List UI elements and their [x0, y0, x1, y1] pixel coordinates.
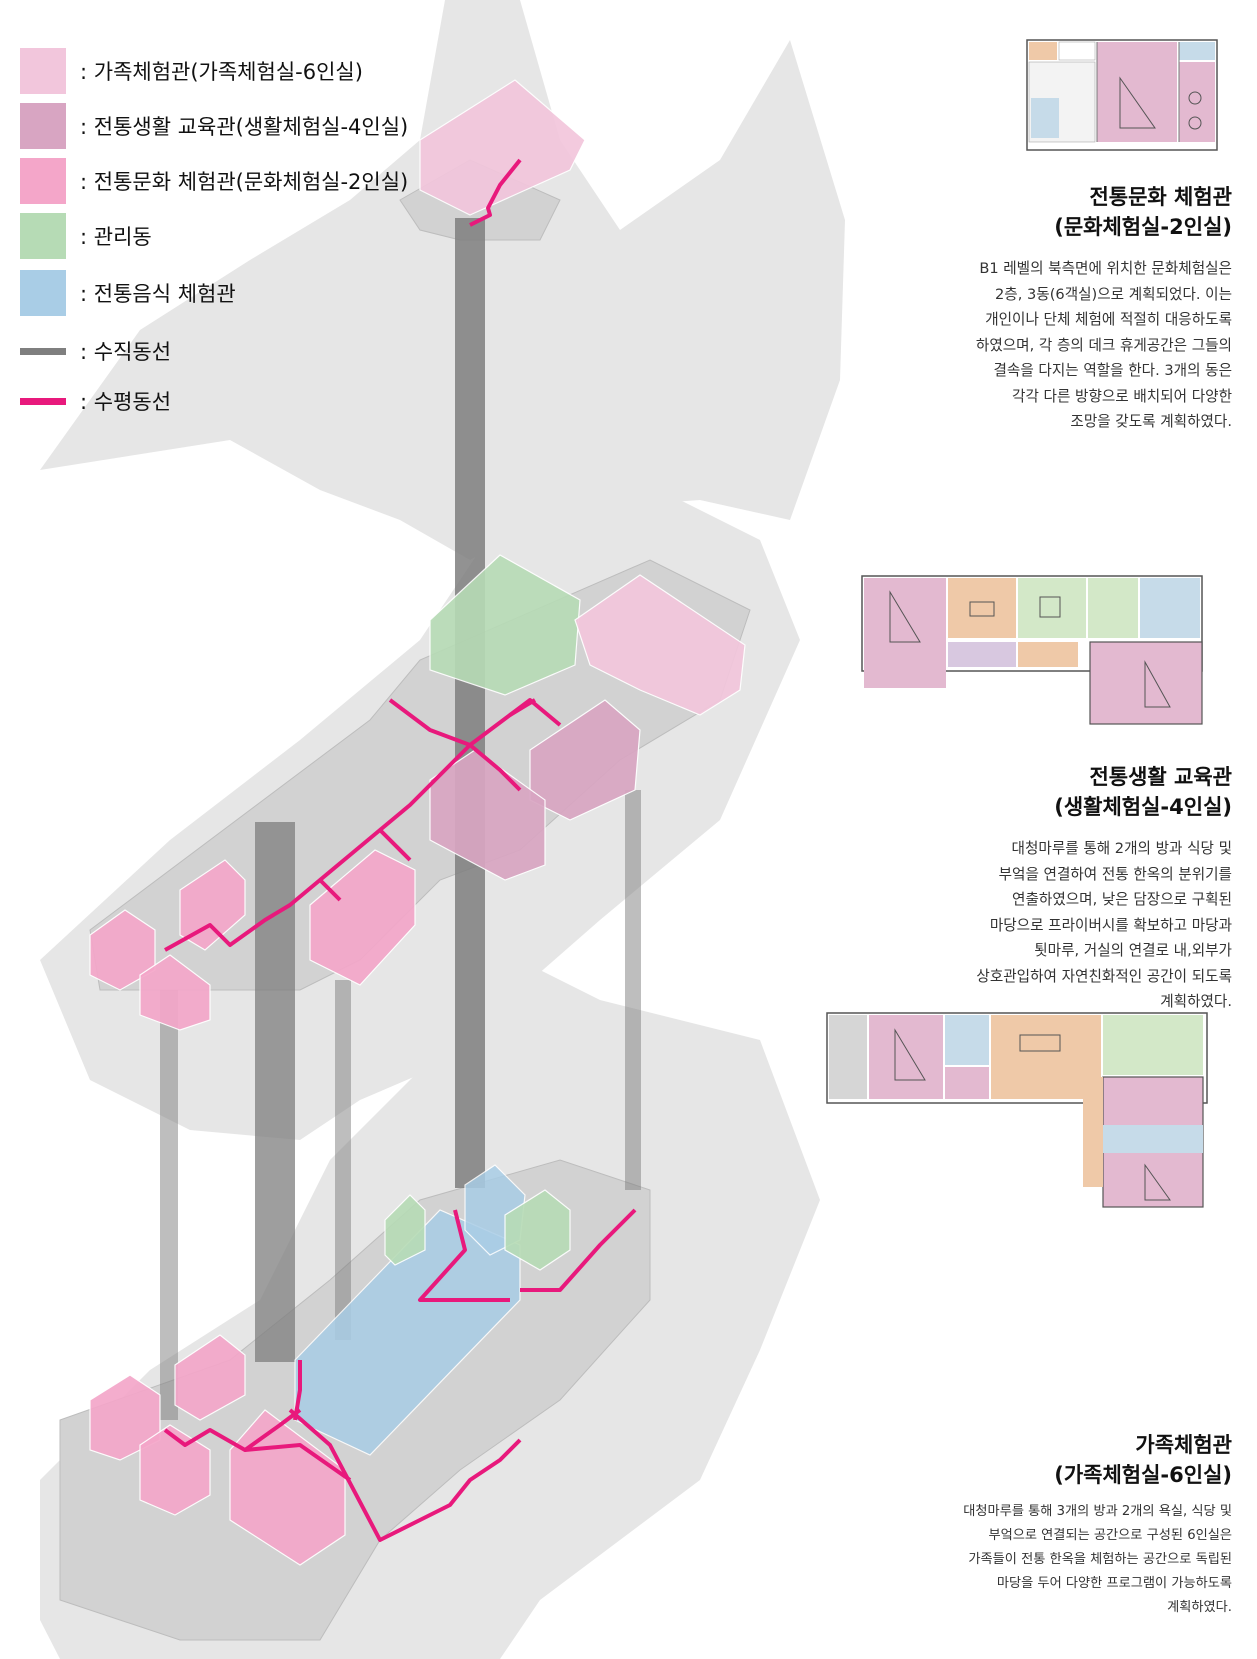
legend-label: : 전통생활 교육관(생활체험실-4인실) — [80, 115, 409, 139]
body-line: 2층, 3동(6객실)으로 계획되었다. 이는 — [995, 285, 1232, 303]
horizontal-circulation — [163, 158, 637, 1542]
terrain-top-level — [40, 0, 845, 560]
legend-swatch-food — [20, 270, 66, 316]
body-line: 가족들이 전통 한옥을 체험하는 공간으로 독립된 — [968, 1552, 1232, 1567]
body-line: 각각 다른 방향으로 배치되어 다양한 — [1012, 387, 1232, 405]
h-path-lower-e — [293, 1360, 302, 1421]
buildings — [89, 79, 746, 1566]
management-building-lower-b — [384, 1194, 426, 1266]
legend-item-management: : 관리동 — [20, 213, 152, 259]
h-path-lower-main — [163, 1408, 302, 1452]
vertical-core-left — [255, 822, 295, 1362]
body-line: 계획하였다. — [1160, 993, 1232, 1010]
culture-building-middle-d — [139, 954, 211, 1031]
body-line: 상호관입하여 자연친화적인 공간이 되도록 — [976, 967, 1232, 985]
culture-building-lower-c — [139, 1424, 211, 1516]
h-path-middle-main — [164, 698, 537, 952]
body-line: 부엌을 연결하여 전통 한옥의 분위기를 — [998, 865, 1232, 883]
body-line: 마당으로 프라이버시를 확보하고 마당과 — [989, 916, 1232, 934]
section-education-title-1: 전통생활 교육관 — [1089, 765, 1232, 789]
h-path-lower-b — [288, 1408, 522, 1542]
h-path-top — [469, 158, 522, 227]
legend-label: : 전통음식 체험관 — [80, 282, 236, 306]
vertical-core-right — [625, 790, 641, 1190]
h-path-lower-c — [244, 1443, 352, 1482]
culture-building-middle-b — [179, 859, 246, 951]
section-family: 가족체험관 (가족체험실-6인실) 대청마루를 통해 3개의 방과 2개의 욕실… — [963, 1430, 1232, 1620]
legend-swatch-family — [20, 48, 66, 94]
section-culture-title-2: (문화체험실-2인실) — [1054, 215, 1232, 239]
body-line: 조망을 갖도록 계획하였다. — [1070, 413, 1232, 430]
body-line: 개인이나 단체 체험에 적절히 대응하도록 — [985, 311, 1232, 328]
body-line: 마당을 두어 다양한 프로그램이 가능하도록 — [996, 1576, 1232, 1591]
vertical-core-top — [455, 218, 485, 1188]
culture-building-top — [419, 79, 586, 216]
legend-swatch-vertical — [20, 347, 66, 355]
legend-item-food: : 전통음식 체험관 — [20, 270, 236, 316]
legend-label: : 수직동선 — [80, 340, 172, 364]
section-culture-body: B1 레벨의 북측면에 위치한 문화체험실은 2층, 3동(6객실)으로 계획되… — [976, 256, 1232, 435]
body-line: 부엌으로 연결되는 공간으로 구성된 6인실은 — [988, 1528, 1232, 1543]
section-culture: 전통문화 체험관 (문화체험실-2인실) B1 레벨의 북측면에 위치한 문화체… — [976, 182, 1232, 435]
legend-swatch-management — [20, 213, 66, 259]
legend-item-culture: : 전통문화 체험관(문화체험실-2인실) — [20, 158, 408, 204]
floor-plan-education — [861, 575, 1203, 725]
legend-label: : 전통문화 체험관(문화체험실-2인실) — [80, 170, 409, 194]
legend-swatch-culture — [20, 158, 66, 204]
body-line: 툇마루, 거실의 연결로 내,외부가 — [1034, 942, 1232, 959]
vertical-core-left-b — [160, 990, 178, 1420]
section-family-body: 대청마루를 통해 3개의 방과 2개의 욕실, 식당 및 부엌으로 연결되는 공… — [963, 1500, 1232, 1620]
legend-label: : 관리동 — [80, 225, 152, 249]
vertical-core-mid — [335, 980, 351, 1340]
h-path-lower-f — [418, 1209, 510, 1302]
body-line: B1 레벨의 북측면에 위치한 문화체험실은 — [979, 260, 1232, 277]
floor-plan-culture — [1026, 39, 1218, 151]
body-line: 하였으며, 각 층의 데크 휴게공간은 그들의 — [975, 336, 1232, 354]
section-family-title-1: 가족체험관 — [1135, 1433, 1232, 1457]
legend-item-horizontal: : 수평동선 — [20, 386, 171, 416]
body-line: 계획하였다. — [1167, 1600, 1232, 1615]
section-education-title-2: (생활체험실-4인실) — [1054, 795, 1232, 819]
h-path-middle-f — [508, 698, 562, 727]
legend-item-family: : 가족체험관(가족체험실-6인실) — [20, 48, 363, 94]
section-education-body: 대청마루를 통해 2개의 방과 식당 및 부엌을 연결하여 전통 한옥의 분위기… — [976, 836, 1232, 1015]
legend-swatch-education — [20, 103, 66, 149]
body-line: 대청마루를 통해 3개의 방과 2개의 욕실, 식당 및 — [963, 1504, 1232, 1519]
culture-building-middle-a — [309, 849, 416, 986]
h-path-middle-c — [468, 743, 522, 792]
legend-item-education: : 전통생활 교육관(생활체험실-4인실) — [20, 103, 408, 149]
h-path-lower-d — [520, 1208, 637, 1292]
section-education: 전통생활 교육관 (생활체험실-4인실) 대청마루를 통해 2개의 방과 식당 … — [976, 762, 1232, 1015]
management-building-lower-a — [504, 1189, 571, 1271]
h-path-middle-b — [388, 698, 471, 747]
management-building-middle — [429, 554, 581, 696]
culture-building-lower-a — [174, 1334, 246, 1421]
h-path-middle-d — [318, 878, 342, 902]
h-path-middle-e — [378, 828, 412, 862]
legend-label: : 수평동선 — [80, 390, 172, 414]
legend-swatch-horizontal — [20, 397, 66, 405]
body-line: 결속을 다지는 역할을 한다. 3개의 동은 — [993, 362, 1232, 379]
section-culture-title-1: 전통문화 체험관 — [1089, 185, 1232, 209]
section-family-title-2: (가족체험실-6인실) — [1054, 1463, 1232, 1487]
body-line: 연출하였으며, 낮은 담장으로 구획된 — [1012, 891, 1232, 908]
legend-item-vertical: : 수직동선 — [20, 336, 171, 366]
floor-plan-family — [826, 1012, 1208, 1208]
body-line: 대청마루를 통해 2개의 방과 식당 및 — [1011, 840, 1232, 857]
family-building-middle — [574, 574, 746, 716]
legend-label: : 가족체험관(가족체험실-6인실) — [80, 60, 363, 84]
